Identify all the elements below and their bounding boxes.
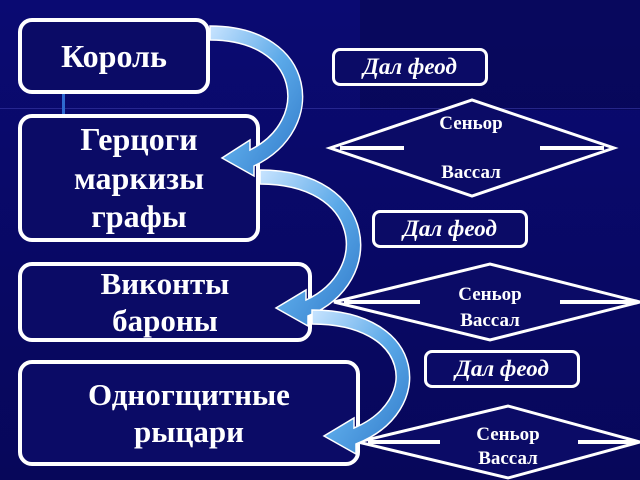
fief-text-3: Дал феод (455, 356, 549, 381)
dukes-label-line1: Герцоги (80, 121, 198, 158)
relation-1-vassal: Вассал (441, 162, 501, 183)
viscounts-label-line1: Виконты (100, 265, 230, 301)
relation-1-senior: Сеньор (439, 113, 503, 134)
knights-label-line2: рыцари (134, 414, 244, 449)
fief-text-2: Дал феод (403, 216, 497, 241)
dukes-box: Герцоги маркизы графы (18, 114, 260, 242)
fief-label-2: Дал феод (372, 210, 528, 248)
relation-2-senior: Сеньор (458, 284, 522, 305)
king-label: Король (61, 37, 167, 74)
relation-3-senior: Сеньор (476, 424, 540, 445)
knights-box: Одногщитные рыцари (18, 360, 360, 466)
relation-3-vassal: Вассал (478, 448, 538, 469)
dukes-label-line2: маркизы (73, 159, 205, 196)
fief-label-1: Дал феод (332, 48, 488, 86)
viscounts-label-line2: бароны (112, 303, 218, 338)
knights-label-line1: Одногщитные (88, 376, 290, 412)
king-box: Король (18, 18, 210, 94)
dukes-label-line3: графы (91, 198, 187, 235)
fief-label-3: Дал феод (424, 350, 580, 388)
fief-text-1: Дал феод (363, 54, 457, 79)
relation-2-vassal: Вассал (460, 310, 520, 331)
viscounts-box: Виконты бароны (18, 262, 312, 342)
